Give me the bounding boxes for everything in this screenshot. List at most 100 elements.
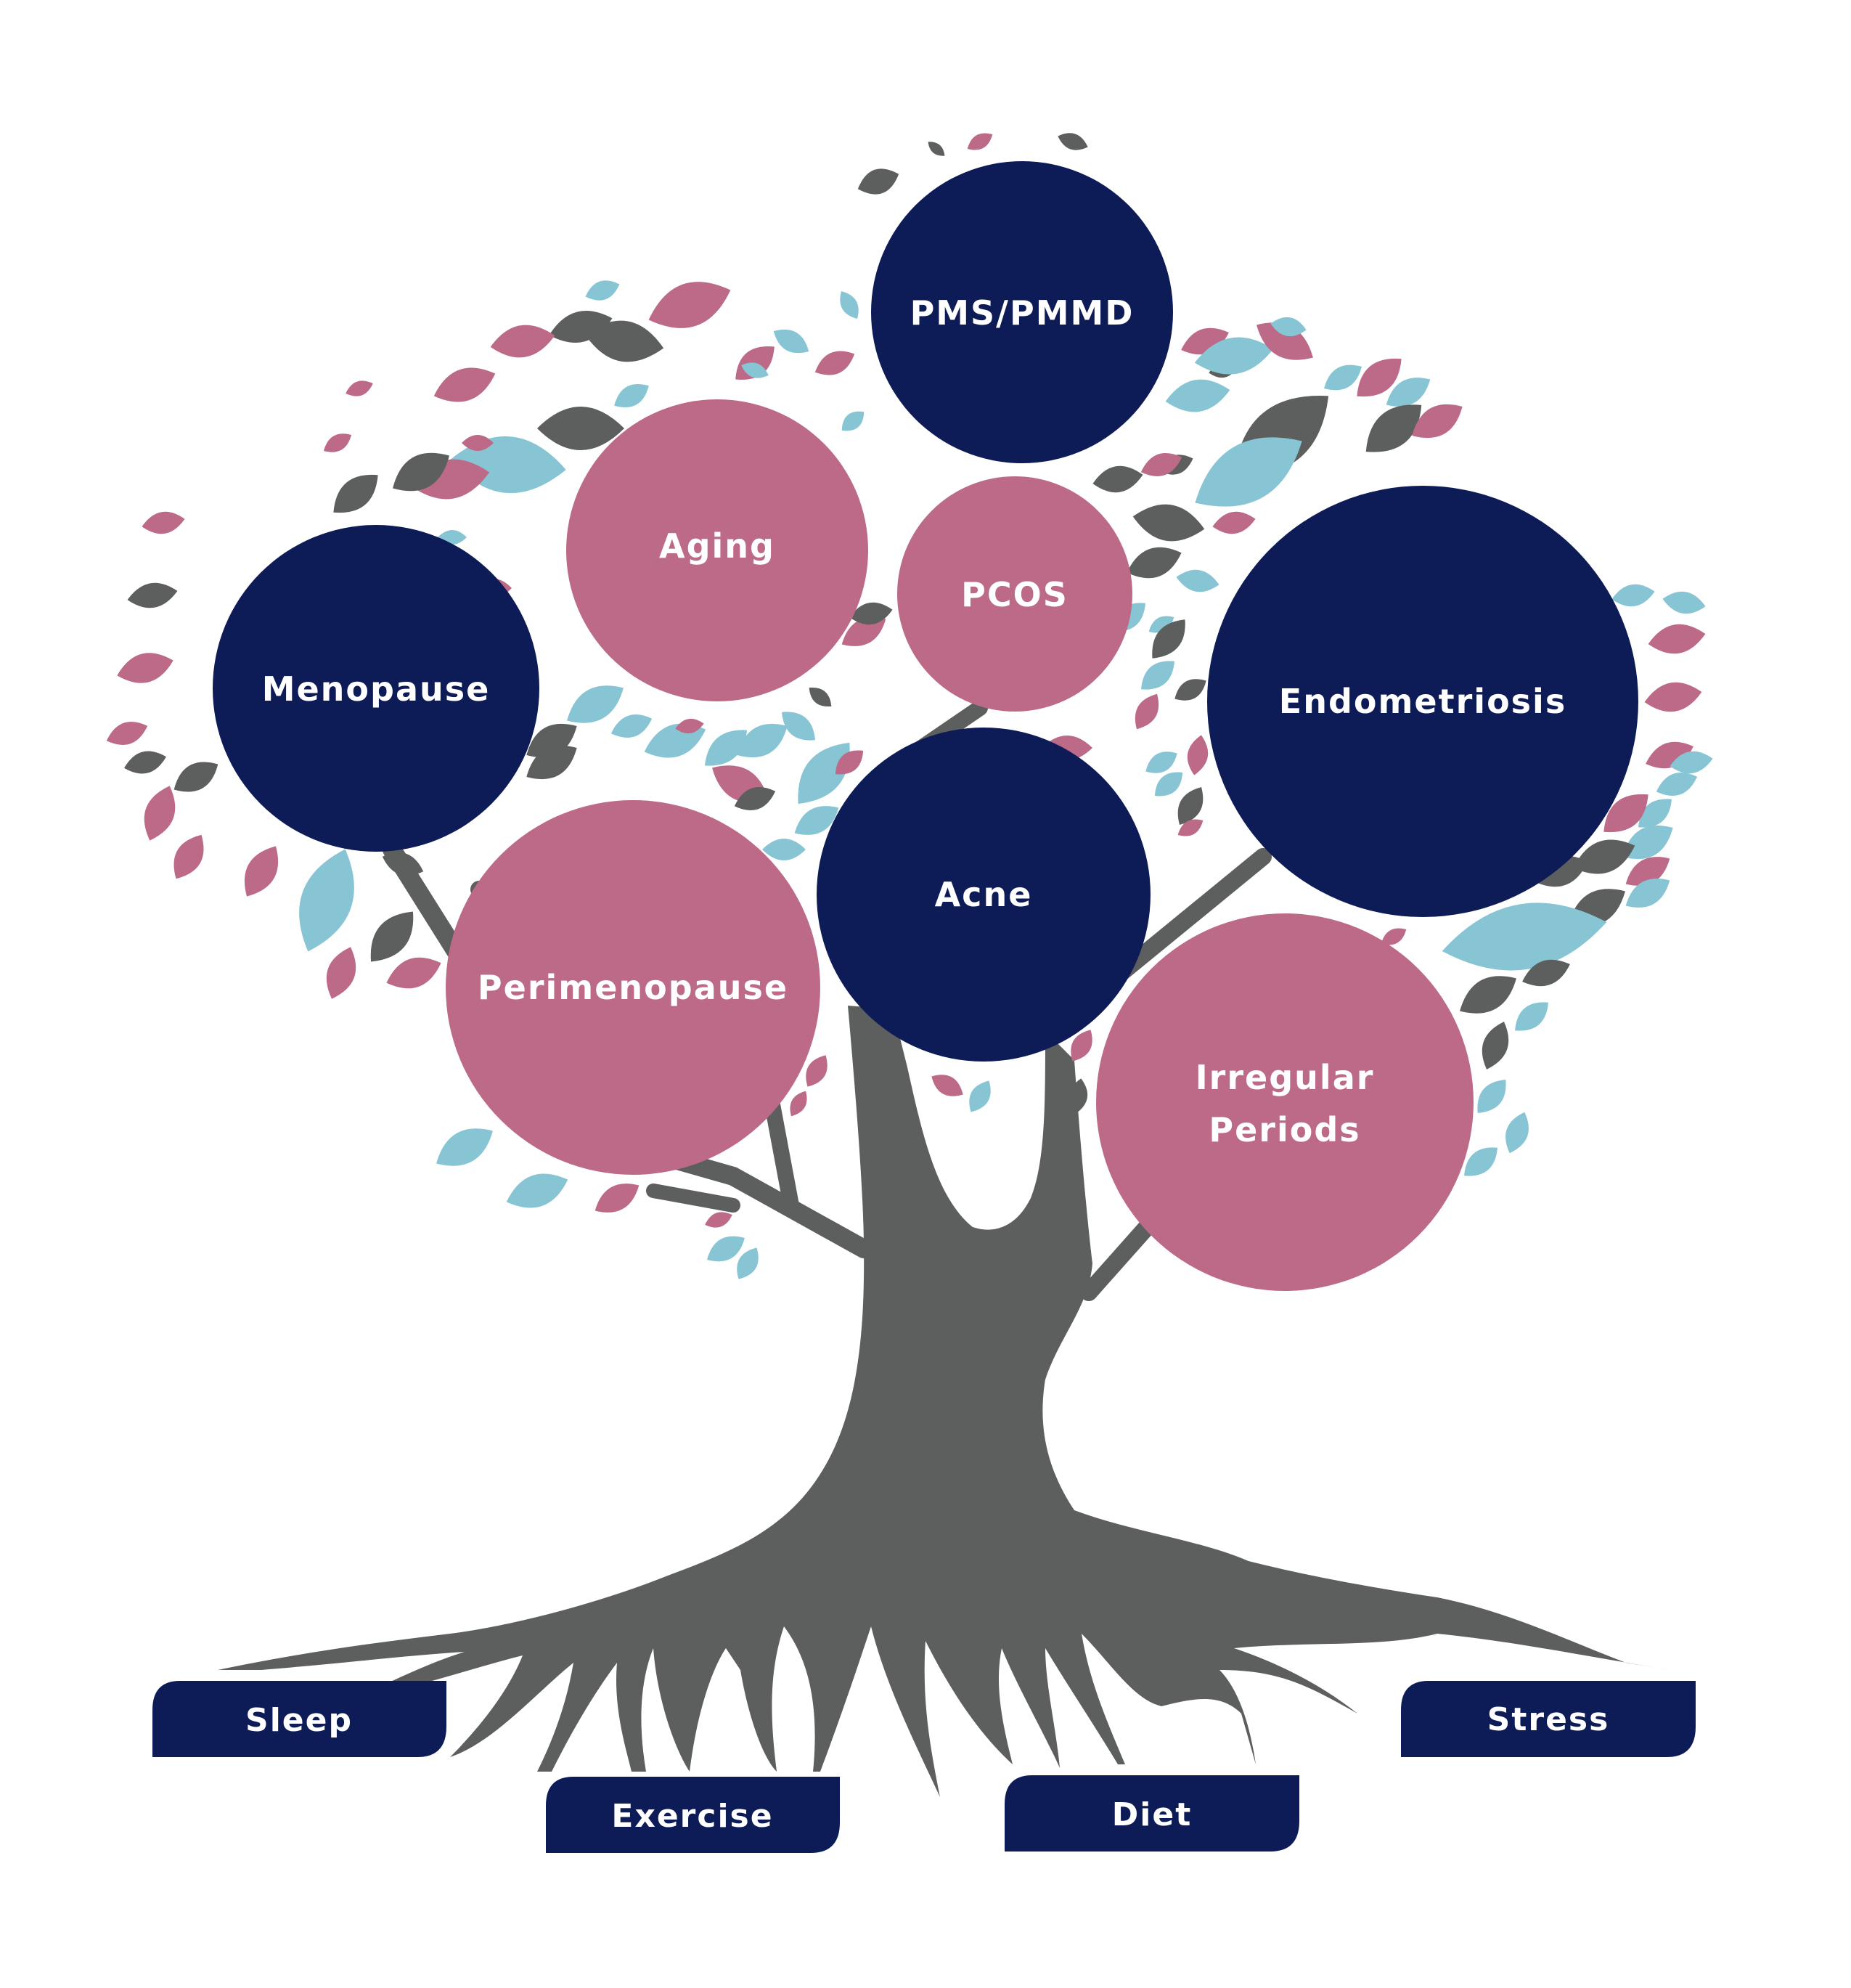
- leaf-91: [1140, 453, 1182, 476]
- leaf-105: [1573, 839, 1635, 874]
- condition-circle-aging[interactable]: [566, 399, 868, 701]
- leaf-118: [1464, 1147, 1497, 1176]
- leaf-56: [798, 742, 850, 804]
- leaf-75: [1177, 787, 1204, 825]
- leaf-126: [790, 1091, 807, 1117]
- root-stress[interactable]: Stress: [1401, 1681, 1696, 1757]
- root-box-diet[interactable]: [1005, 1775, 1299, 1851]
- trunk: [218, 1006, 1670, 1797]
- leaf-27: [127, 582, 178, 608]
- condition-endometriosis[interactable]: Endometriosis: [1207, 486, 1638, 917]
- condition-label-perimenopause: Perimenopause: [478, 968, 788, 1007]
- leaf-107: [1625, 879, 1670, 908]
- condition-pcos[interactable]: PCOS: [897, 476, 1132, 712]
- leaf-57: [762, 839, 806, 860]
- leaf-1: [928, 142, 945, 156]
- leaf-73: [1154, 772, 1183, 797]
- condition-circle-irregular-periods[interactable]: [1096, 913, 1474, 1291]
- root-labels: Sleep Exercise Diet Stress: [152, 1681, 1696, 1853]
- leaf-24: [741, 362, 769, 378]
- leaf-33: [173, 834, 204, 879]
- leaf-95: [1611, 584, 1655, 607]
- leaf-84: [1294, 420, 1320, 437]
- root-box-exercise[interactable]: [546, 1777, 840, 1853]
- leaf-127: [931, 1075, 963, 1096]
- leaf-15: [333, 474, 378, 513]
- leaf-71: [1187, 735, 1209, 775]
- condition-label-acne: Acne: [935, 875, 1033, 914]
- leaf-96: [1648, 624, 1706, 654]
- leaf-61: [1092, 465, 1143, 493]
- leaf-100: [1656, 773, 1698, 796]
- root-sleep[interactable]: Sleep: [152, 1681, 446, 1757]
- leaf-23: [840, 290, 859, 319]
- leaf-6: [584, 320, 664, 362]
- leaf-93: [1212, 511, 1256, 534]
- condition-acne[interactable]: Acne: [817, 728, 1151, 1062]
- leaf-8: [614, 383, 649, 408]
- leaves: [106, 133, 1713, 1279]
- leaf-112: [1460, 976, 1516, 1014]
- leaf-82: [1165, 379, 1230, 412]
- leaf-69: [1174, 679, 1206, 701]
- leaf-92: [1132, 504, 1205, 542]
- condition-circle-perimenopause[interactable]: [446, 800, 820, 1175]
- leaf-64: [1127, 547, 1182, 579]
- root-diet[interactable]: Diet: [1005, 1775, 1299, 1851]
- leaf-9: [537, 407, 624, 450]
- root-box-sleep[interactable]: [152, 1681, 446, 1757]
- leaf-50: [526, 745, 577, 780]
- leaf-3: [857, 168, 899, 195]
- leaf-90: [1412, 404, 1463, 439]
- condition-label-irregular-line1: Irregular: [1196, 1058, 1375, 1097]
- leaf-68: [1141, 661, 1174, 690]
- leaf-16: [323, 433, 352, 452]
- leaf-121: [594, 1184, 640, 1213]
- leaf-34: [244, 846, 279, 897]
- leaf-110: [1442, 903, 1607, 971]
- leaf-38: [386, 957, 441, 989]
- leaf-11: [433, 367, 496, 402]
- condition-circle-endometriosis[interactable]: [1207, 486, 1638, 917]
- leaf-101: [1638, 799, 1672, 828]
- leaf-129: [1071, 1030, 1092, 1062]
- leaf-5: [585, 280, 620, 301]
- condition-menopause[interactable]: Menopause: [213, 525, 539, 852]
- leaf-94: [1176, 569, 1219, 592]
- leaf-37: [326, 947, 356, 999]
- leaf-47: [704, 730, 748, 766]
- condition-pms[interactable]: PMS/PMMD: [871, 161, 1173, 463]
- leaf-89: [1365, 404, 1422, 452]
- leaf-104: [1622, 825, 1673, 860]
- leaf-29: [106, 722, 148, 745]
- leaf-31: [144, 786, 176, 841]
- root-label-sleep: Sleep: [245, 1702, 353, 1739]
- condition-label-endometriosis: Endometriosis: [1279, 682, 1566, 721]
- condition-aging[interactable]: Aging: [566, 399, 868, 701]
- conditions: PMS/PMMD Aging PCOS Menopause Endometrio…: [213, 161, 1638, 1291]
- condition-perimenopause[interactable]: Perimenopause: [446, 800, 820, 1175]
- leaf-120: [506, 1173, 568, 1208]
- leaf-125: [806, 1055, 828, 1087]
- condition-circle-menopause[interactable]: [213, 525, 539, 852]
- leaf-28: [117, 653, 173, 683]
- leaf-113: [1522, 959, 1570, 987]
- leaf-111: [1381, 928, 1407, 945]
- leaf-122: [705, 1212, 732, 1228]
- leaf-79: [1194, 337, 1274, 375]
- leaf-21: [773, 329, 809, 354]
- leaf-114: [1515, 1002, 1548, 1031]
- root-exercise[interactable]: Exercise: [546, 1777, 840, 1853]
- leaf-128: [969, 1080, 991, 1112]
- condition-circle-pms[interactable]: [871, 161, 1173, 463]
- condition-label-pcos: PCOS: [961, 575, 1068, 614]
- leaf-7: [648, 282, 731, 328]
- root-box-stress[interactable]: [1401, 1681, 1696, 1757]
- condition-circle-pcos[interactable]: [897, 476, 1132, 712]
- trunk-body: [218, 1006, 1670, 1797]
- condition-irregular-periods[interactable]: Irregular Periods: [1096, 913, 1474, 1291]
- leaf-35: [299, 849, 354, 952]
- leaf-70: [1135, 693, 1159, 730]
- condition-circle-acne[interactable]: [817, 728, 1151, 1062]
